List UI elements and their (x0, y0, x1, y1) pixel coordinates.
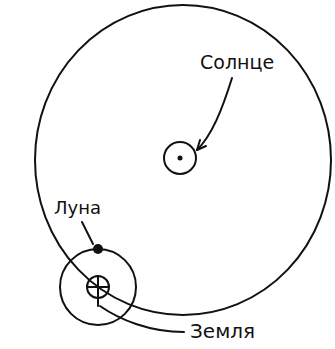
earth-label: Земля (190, 320, 255, 342)
moon-label: Луна (54, 198, 101, 218)
sun-arrowhead (197, 140, 206, 150)
sun-label: Солнце (200, 52, 274, 73)
sun-leader (197, 78, 232, 150)
moon-orbit (60, 249, 136, 325)
moon-leader (82, 222, 93, 244)
earth-orbit (35, 5, 331, 315)
earth-leader (100, 306, 184, 332)
sun-center-dot (178, 156, 183, 161)
earth-cross (87, 276, 109, 306)
sun-circle (164, 142, 196, 174)
moon-dot (93, 244, 103, 254)
